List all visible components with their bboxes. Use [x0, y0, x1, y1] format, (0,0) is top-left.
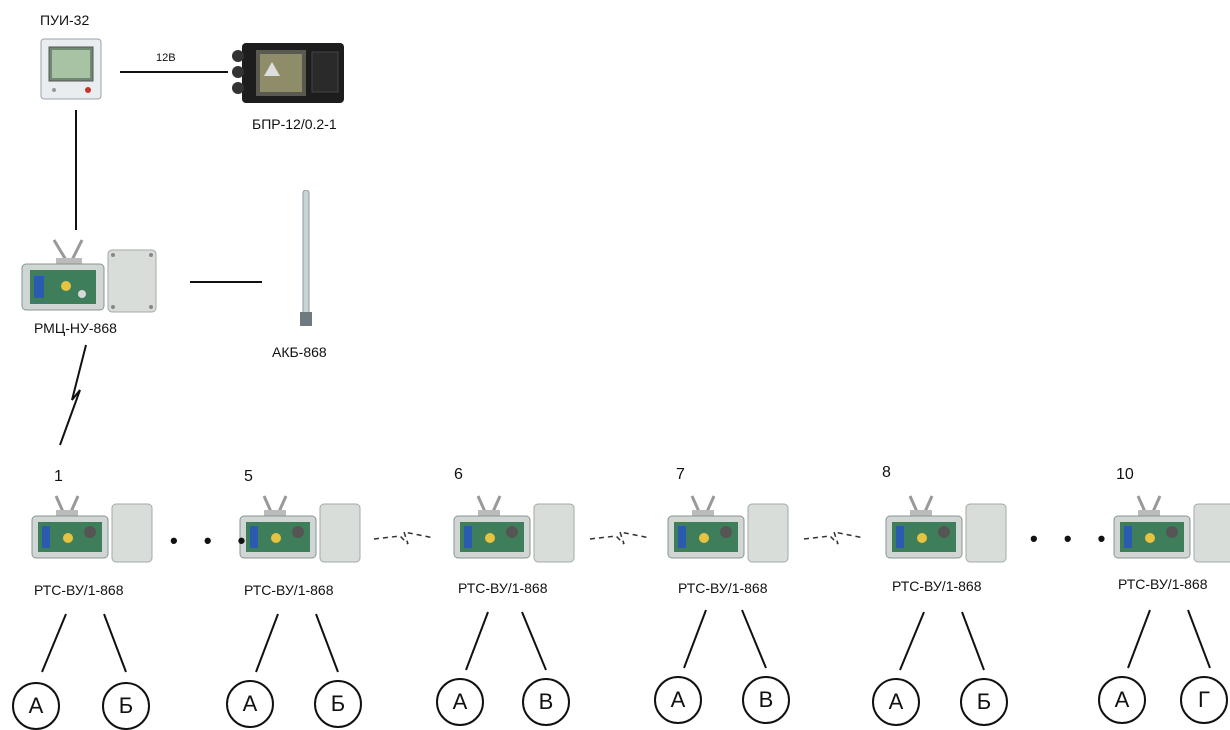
node-label: РТС-ВУ/1-868 [244, 582, 334, 598]
radio-link-5-6 [373, 531, 435, 545]
node-device-image[interactable] [238, 494, 362, 571]
node-number: 6 [454, 466, 463, 483]
power-supply-device-image[interactable] [232, 42, 346, 109]
node-number: 10 [1116, 466, 1134, 483]
node-device-image[interactable] [452, 494, 576, 571]
zone-circle[interactable]: А [654, 676, 702, 724]
zone-circle[interactable]: Б [102, 682, 150, 730]
controller-device-image[interactable] [40, 38, 102, 105]
node-label: РТС-ВУ/1-868 [458, 580, 548, 596]
node-device-image[interactable] [1112, 494, 1230, 571]
zone-circle[interactable]: В [522, 678, 570, 726]
repeater-device-image[interactable] [20, 236, 160, 323]
zone-circle[interactable]: Г [1180, 676, 1228, 724]
node-label: РТС-ВУ/1-868 [1118, 576, 1208, 592]
node-number: 7 [676, 466, 685, 483]
radio-link-7-8 [803, 531, 865, 545]
node-number: 8 [882, 464, 891, 481]
zone-circle[interactable]: В [742, 676, 790, 724]
zone-circle[interactable]: А [12, 682, 60, 730]
node-label: РТС-ВУ/1-868 [34, 582, 124, 598]
zone-circle[interactable]: А [872, 678, 920, 726]
battery-antenna-image[interactable] [296, 189, 316, 335]
power-supply-label: БПР-12/0.2-1 [252, 116, 337, 132]
node-device-image[interactable] [30, 494, 154, 571]
zone-circle[interactable]: А [436, 678, 484, 726]
ellipsis-marker: • • • [170, 528, 256, 553]
node-number: 5 [244, 468, 253, 485]
zone-circle[interactable]: А [226, 680, 274, 728]
zone-circle[interactable]: А [1098, 676, 1146, 724]
node-label: РТС-ВУ/1-868 [678, 580, 768, 596]
repeater-label: РМЦ-НУ-868 [34, 320, 117, 336]
ellipsis-marker: • • • [1030, 526, 1116, 551]
node-label: РТС-ВУ/1-868 [892, 578, 982, 594]
node-device-image[interactable] [666, 494, 790, 571]
node-number: 1 [54, 468, 63, 485]
zone-circle[interactable]: Б [314, 680, 362, 728]
node-device-image[interactable] [884, 494, 1008, 571]
link-voltage-label: 12В [156, 52, 176, 64]
zone-circle[interactable]: Б [960, 678, 1008, 726]
zone-wires [41, 609, 1211, 673]
radio-link-repeater-node1 [59, 344, 87, 446]
controller-label: ПУИ-32 [40, 12, 90, 28]
battery-label: АКБ-868 [272, 344, 327, 360]
radio-link-6-7 [589, 531, 651, 545]
